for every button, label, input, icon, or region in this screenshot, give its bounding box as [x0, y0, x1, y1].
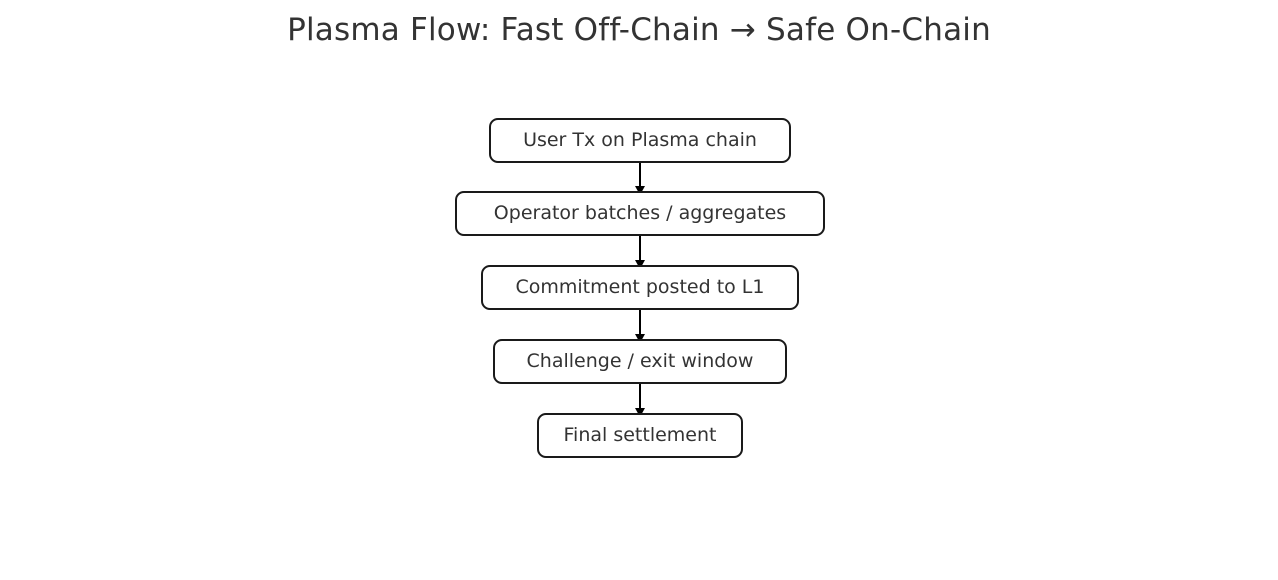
- flow-node-label: User Tx on Plasma chain: [523, 128, 757, 151]
- edge-line: [639, 309, 641, 336]
- flow-node-label: Operator batches / aggregates: [493, 201, 787, 224]
- flow-node-label: Commitment posted to L1: [515, 275, 765, 298]
- flow-node-n2[interactable]: Operator batches / aggregates: [455, 190, 825, 236]
- flow-node-label: Challenge / exit window: [526, 349, 754, 372]
- edge-line: [639, 162, 641, 188]
- flow-node-n3[interactable]: Commitment posted to L1: [481, 264, 799, 310]
- flow-node-n4[interactable]: Challenge / exit window: [493, 338, 787, 384]
- flow-node-label: Final settlement: [563, 423, 717, 446]
- arrowhead-down-icon: [635, 185, 645, 195]
- flow-node-n5[interactable]: Final settlement: [537, 412, 743, 458]
- flow-node-n1[interactable]: User Tx on Plasma chain: [489, 117, 791, 163]
- arrowhead-down-icon: [635, 333, 645, 343]
- edge-line: [639, 235, 641, 262]
- arrowhead-down-icon: [635, 259, 645, 269]
- arrowhead-down-icon: [635, 407, 645, 417]
- edge-line: [639, 383, 641, 410]
- page-title: Plasma Flow: Fast Off-Chain → Safe On-Ch…: [287, 12, 991, 48]
